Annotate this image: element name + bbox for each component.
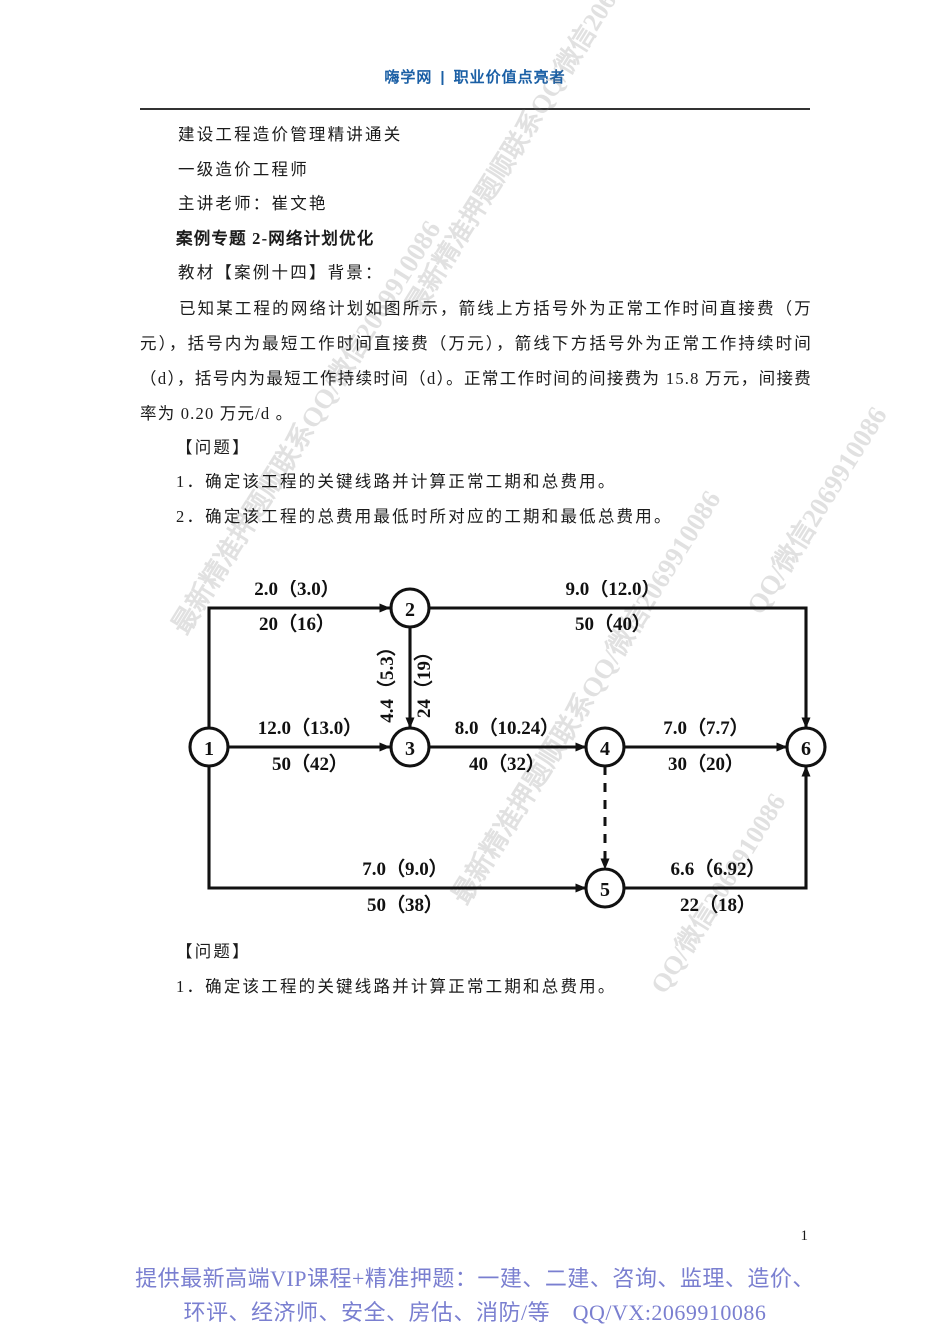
background-text: 已知某工程的网络计划如图所示，箭线上方括号外为正常工作时间直接费（万元），括号内… — [140, 298, 812, 423]
edge-1-5 — [207, 766, 587, 893]
edge-1-2-cost-label: 2.0（3.0） — [254, 580, 340, 600]
node-6-label: 6 — [801, 738, 811, 760]
edge-2-3-duration-label: 24（19） — [412, 642, 435, 718]
edge-2-6-duration-label: 50（40） — [575, 612, 651, 635]
instructor: 主讲老师：崔文艳 — [178, 194, 328, 213]
course-title: 建设工程造价管理精讲通关 — [178, 125, 403, 144]
edge-5-6-cost-label: 6.6（6.92） — [670, 857, 765, 880]
node-5-label: 5 — [600, 879, 610, 901]
diagram-edge-labels: 2.0（3.0） 20（16） 9.0（12.0） 50（40） 4.4（5.3… — [254, 580, 765, 916]
questions-heading-2: 【问题】 — [176, 942, 251, 961]
document-body-lower: 【问题】 1．确定该工程的关键线路并计算正常工期和总费用。 — [140, 935, 812, 1004]
node-6: 6 — [785, 726, 827, 768]
node-2: 2 — [389, 587, 431, 629]
node-1: 1 — [188, 726, 230, 768]
edge-1-5-cost-label: 7.0（9.0） — [362, 857, 448, 880]
edge-3-4-cost-label: 8.0（10.24） — [455, 716, 560, 739]
edge-4-6-duration-label: 30（20） — [668, 752, 744, 775]
background-paragraph: 已知某工程的网络计划如图所示，箭线上方括号外为正常工作时间直接费（万元），括号内… — [140, 291, 812, 431]
exam-level: 一级造价工程师 — [178, 159, 309, 179]
network-plan-diagram: 1 2 3 4 5 6 — [150, 580, 880, 925]
edge-3-4-duration-label: 40（32） — [469, 752, 545, 775]
node-3: 3 — [389, 726, 431, 768]
footer-promo: 提供最新高端VIP课程+精准押题：一建、二建、咨询、监理、造价、 环评、经济师、… — [0, 1262, 950, 1330]
footer-promo-line-2: 环评、经济师、安全、房估、消防/等 QQ/VX:2069910086 — [183, 1300, 767, 1325]
header-tagline: 职业价值点亮者 — [453, 69, 566, 86]
node-5: 5 — [584, 867, 626, 909]
edge-1-3-duration-label: 50（42） — [272, 752, 348, 775]
node-3-label: 3 — [405, 738, 415, 760]
section-title: 案例专题 2-网络计划优化 — [176, 228, 375, 248]
node-2-label: 2 — [405, 599, 415, 621]
edge-1-2 — [207, 603, 391, 728]
edge-2-3-cost-label: 4.4（5.3） — [375, 637, 398, 723]
header-brand: 嗨学网 — [384, 69, 433, 86]
question-item-2: 2．确定该工程的总费用最低时所对应的工期和最低总费用。 — [176, 506, 673, 526]
node-4-label: 4 — [600, 738, 610, 760]
header-separator: | — [440, 69, 446, 86]
question-item-1-repeat: 1．确定该工程的关键线路并计算正常工期和总费用。 — [176, 976, 617, 996]
header-divider — [140, 108, 810, 110]
footer-promo-line-1: 提供最新高端VIP课程+精准押题：一建、二建、咨询、监理、造价、 — [135, 1266, 815, 1291]
edge-5-6 — [624, 765, 811, 890]
question-item-1: 1．确定该工程的关键线路并计算正常工期和总费用。 — [176, 472, 617, 491]
questions-heading: 【问题】 — [176, 437, 251, 457]
document-body: 建设工程造价管理精讲通关 一级造价工程师 主讲老师：崔文艳 案例专题 2-网络计… — [140, 118, 812, 534]
edge-4-6-cost-label: 7.0（7.7） — [663, 716, 749, 739]
site-header: 嗨学网 | 职业价值点亮者 — [0, 66, 950, 87]
edge-1-3-cost-label: 12.0（13.0） — [258, 716, 363, 739]
case-label: 教材【案例十四】背景： — [178, 263, 384, 282]
edge-1-2-duration-label: 20（16） — [259, 612, 335, 635]
node-4: 4 — [584, 726, 626, 768]
diagram-nodes: 1 2 3 4 5 6 — [188, 587, 827, 909]
edge-2-6-cost-label: 9.0（12.0） — [565, 580, 660, 600]
page-number: 1 — [800, 1228, 809, 1244]
diagram-edges — [207, 603, 811, 893]
edge-5-6-duration-label: 22（18） — [680, 893, 756, 916]
edge-2-6 — [429, 606, 811, 729]
edge-1-5-duration-label: 50（38） — [367, 893, 443, 916]
node-1-label: 1 — [204, 738, 214, 760]
